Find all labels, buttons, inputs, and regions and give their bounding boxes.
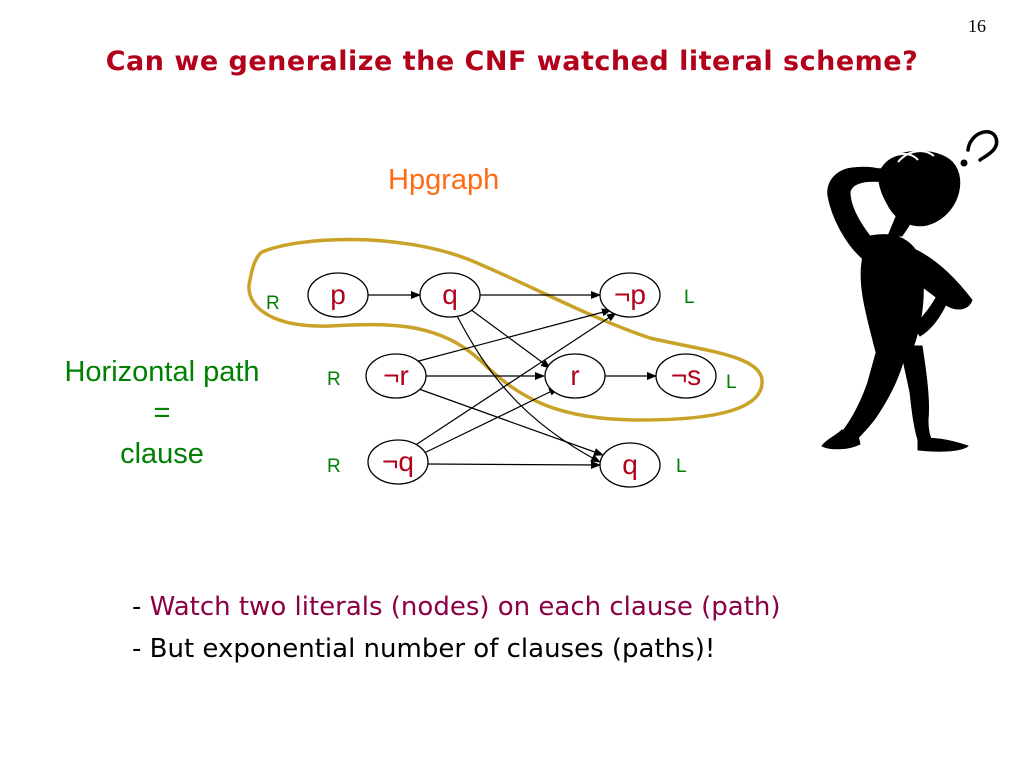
row-label-r: R [327,369,341,390]
node-not-p: ¬p [599,272,661,318]
node-r: r [544,353,606,399]
slide-title: Can we generalize the CNF watched litera… [105,46,919,77]
node-p: p [307,272,369,318]
edge-notq-r [417,387,559,457]
edge-notq-notp [407,312,617,451]
node-label: ¬s [671,360,701,391]
edge-group [368,291,657,469]
node-label: q [622,449,638,480]
bullet-text: But exponential number of clauses (paths… [149,634,716,664]
clause-path-outline [247,237,764,422]
bullet-exponential-clauses: - But exponential number of clauses (pat… [132,634,715,664]
side-label-line-2: = [153,397,171,429]
bullet-watch-literals: - Watch two literals (nodes) on each cla… [132,592,781,622]
node-label: q [442,279,458,310]
node-q: q [419,272,481,318]
side-label-line-3: clause [120,438,204,470]
page-number: 16 [968,16,986,36]
side-label-line-1: Horizontal path [64,356,260,388]
edge-notr-notp [414,308,612,363]
node-not-q: ¬q [367,439,429,485]
diagram-subtitle: Hpgraph [388,164,500,196]
node-not-r: ¬r [365,353,427,399]
row-label-l: L [726,372,737,393]
edge-notq-q [427,460,601,469]
thinking-person-icon [821,130,999,452]
edge-q-q [454,311,601,463]
node-q-bottom: q [599,442,661,488]
edge-notr-q [415,387,604,456]
bullet-dash: - [132,634,150,664]
node-not-s: ¬s [655,353,717,399]
edge-q-r [469,308,551,369]
node-label: ¬q [382,446,414,477]
node-label: ¬r [383,360,409,391]
bullet-dash: - [132,592,150,622]
row-label-l: L [676,456,687,477]
row-label-r: R [327,456,341,477]
row-label-l: L [684,287,695,308]
side-label: Horizontal path = clause [28,352,296,475]
row-label-r: R [266,293,280,314]
node-label: ¬p [614,279,646,310]
node-label: r [570,360,579,391]
node-label: p [330,279,346,310]
bullet-text: Watch two literals (nodes) on each claus… [149,592,781,622]
